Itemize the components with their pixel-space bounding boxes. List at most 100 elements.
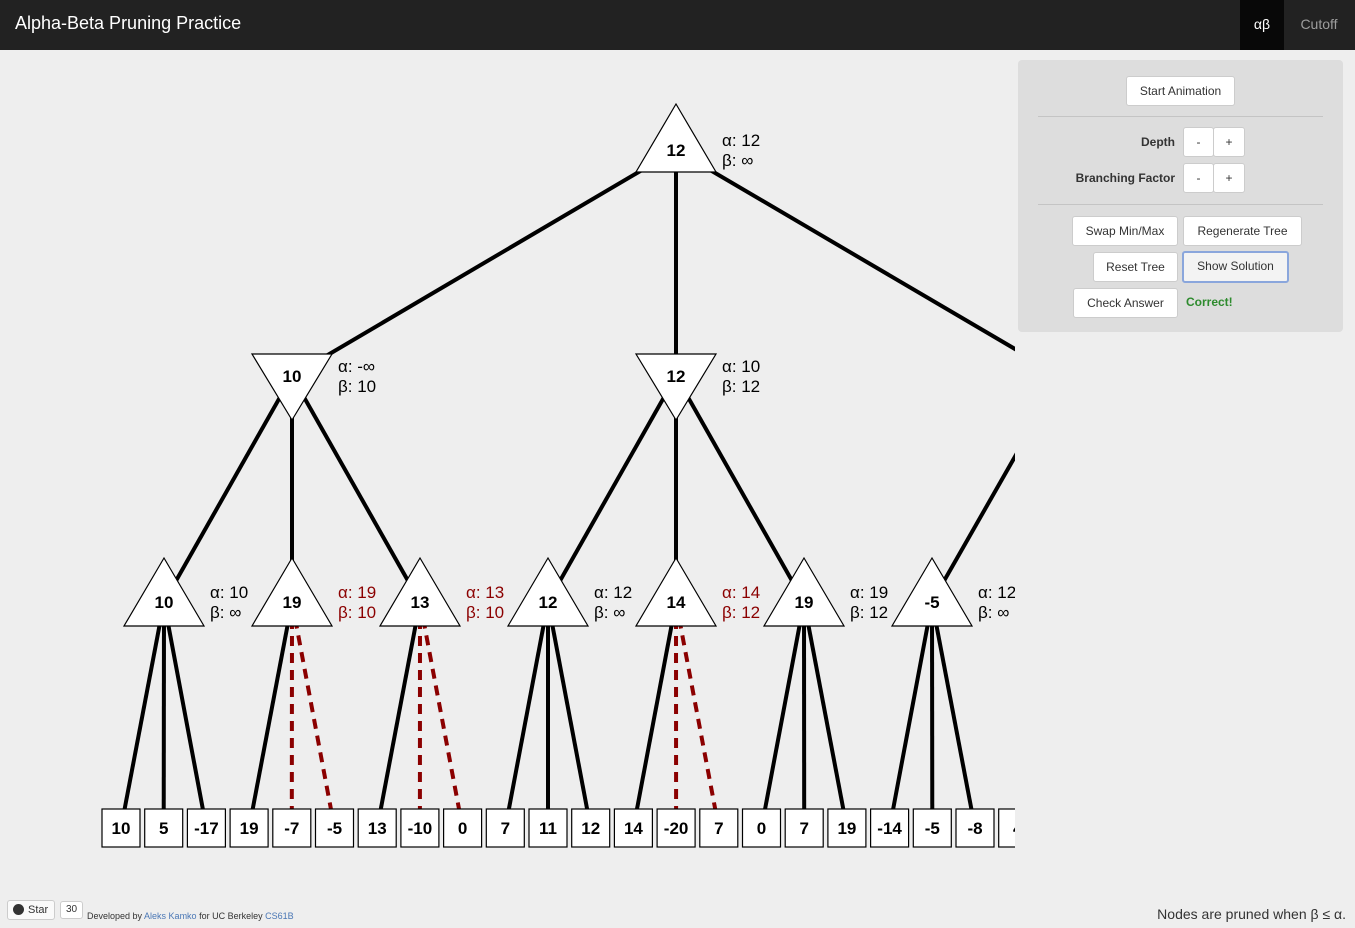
edge-l2-leaf-0 xyxy=(119,601,166,829)
leaf-3-value: 19 xyxy=(240,819,259,838)
credits-prefix: Developed by xyxy=(87,911,145,921)
max-node-3-alpha: α: 12 xyxy=(594,583,632,602)
max-node-5-value: 19 xyxy=(795,593,814,612)
max-node-4-value: 14 xyxy=(667,593,686,612)
max-node-4-beta: β: 12 xyxy=(722,603,760,622)
root-node-beta: β: ∞ xyxy=(722,151,753,170)
leaf-6-value: 13 xyxy=(368,819,387,838)
max-node-1-value: 19 xyxy=(283,593,302,612)
github-star-button[interactable]: Star xyxy=(7,900,56,920)
credits: Developed by Aleks Kamko for UC Berkeley… xyxy=(87,911,294,921)
max-node-5-shape xyxy=(762,556,846,627)
edge-l2-leaf-5 xyxy=(290,601,337,829)
swap-min-max-button[interactable]: Swap Min/Max xyxy=(1072,216,1178,246)
min-node-0-shape xyxy=(250,353,334,422)
leaf-14-value: 7 xyxy=(714,819,723,838)
tab-alpha-beta[interactable]: αβ xyxy=(1240,0,1284,50)
edge-l2-leaf-6 xyxy=(375,601,422,829)
course-link[interactable]: CS61B xyxy=(265,911,294,921)
leaf-1-value: 5 xyxy=(159,819,168,838)
depth-decrease-button[interactable]: - xyxy=(1183,127,1214,157)
edge-l2-leaf-18 xyxy=(887,601,934,829)
leaf-1-box xyxy=(144,808,184,848)
max-node-2-beta: β: 10 xyxy=(466,603,504,622)
branching-factor-label: Branching Factor xyxy=(1075,171,1175,185)
leaf-17-box xyxy=(827,808,867,848)
leaf-4-box xyxy=(272,808,312,848)
leaf-0-box xyxy=(101,808,141,848)
leaf-12-box xyxy=(613,808,654,848)
navbar: Alpha-Beta Pruning Practice αβ Cutoff xyxy=(0,0,1355,50)
branching-decrease-button[interactable]: - xyxy=(1183,163,1214,193)
leaf-7-box xyxy=(400,808,440,848)
leaf-13-box xyxy=(656,808,696,848)
leaf-9-box xyxy=(485,808,525,848)
root-node-shape xyxy=(634,102,718,173)
leaf-21-box xyxy=(998,808,1015,848)
app-title[interactable]: Alpha-Beta Pruning Practice xyxy=(15,13,242,33)
leaf-11-value: 12 xyxy=(581,819,600,838)
edge-l2-leaf-11 xyxy=(546,601,593,829)
min-node-1-value: 12 xyxy=(667,367,686,386)
edge-l2-leaf-17 xyxy=(802,601,849,829)
min-node-0-value: 10 xyxy=(283,367,302,386)
max-node-3-shape xyxy=(506,556,590,627)
max-node-1-shape xyxy=(250,556,334,627)
max-node-4-alpha: α: 14 xyxy=(722,583,760,602)
edge-l2-leaf-9 xyxy=(503,601,550,829)
regenerate-tree-button[interactable]: Regenerate Tree xyxy=(1183,216,1302,246)
max-node-0-value: 10 xyxy=(155,593,174,612)
reset-tree-button[interactable]: Reset Tree xyxy=(1093,252,1178,282)
edge-root-0 xyxy=(290,148,678,378)
control-panel: Start Animation Depth - + Branching Fact… xyxy=(1018,60,1343,332)
leaf-11-box xyxy=(571,808,611,848)
leaf-10-value: 11 xyxy=(539,819,557,838)
leaf-16-value: 7 xyxy=(799,819,808,838)
start-animation-button[interactable]: Start Animation xyxy=(1126,76,1235,106)
edge-l1-l2-0 xyxy=(162,375,294,603)
star-count[interactable]: 30 xyxy=(60,901,84,919)
max-node-2-value: 13 xyxy=(411,593,430,612)
leaf-8-box xyxy=(443,808,483,848)
leaf-18-box xyxy=(869,808,910,848)
check-answer-button[interactable]: Check Answer xyxy=(1073,288,1178,318)
min-node-1-alpha: α: 10 xyxy=(722,357,760,376)
pruning-rule-note: Nodes are pruned when β ≤ α. xyxy=(1157,906,1346,922)
author-link[interactable]: Aleks Kamko xyxy=(144,911,197,921)
leaf-16-box xyxy=(784,808,824,848)
leaf-4-value: -7 xyxy=(284,819,299,838)
credits-middle: for UC Berkeley xyxy=(196,911,266,921)
leaf-19-value: -5 xyxy=(925,819,940,838)
edge-l2-leaf-20 xyxy=(930,601,977,829)
leaf-15-box xyxy=(741,808,782,848)
leaf-21-value: 4 xyxy=(1013,819,1015,838)
show-solution-button[interactable]: Show Solution xyxy=(1182,251,1289,283)
depth-increase-button[interactable]: + xyxy=(1213,127,1245,157)
max-node-1-alpha: α: 19 xyxy=(338,583,376,602)
leaf-2-value: -17 xyxy=(194,819,219,838)
max-node-4-shape xyxy=(634,556,718,627)
leaf-3-box xyxy=(229,808,269,848)
max-node-2-shape xyxy=(378,556,462,627)
root-node-value: 12 xyxy=(667,141,686,160)
max-node-6-shape xyxy=(890,556,974,627)
github-icon xyxy=(13,904,24,915)
branching-increase-button[interactable]: + xyxy=(1213,163,1245,193)
edge-l1-l2-3 xyxy=(546,375,678,603)
max-node-6-beta: β: ∞ xyxy=(978,603,1009,622)
edge-l2-leaf-14 xyxy=(674,601,721,829)
edge-l2-leaf-12 xyxy=(631,601,678,829)
leaf-9-value: 7 xyxy=(501,819,510,838)
leaf-13-value: -20 xyxy=(664,819,689,838)
leaf-12-value: 14 xyxy=(624,819,643,838)
max-node-6-alpha: α: 12 xyxy=(978,583,1015,602)
edge-l1-l2-6 xyxy=(930,452,1015,603)
leaf-5-box xyxy=(314,808,355,848)
star-label: Star xyxy=(28,904,49,916)
tab-cutoff[interactable]: Cutoff xyxy=(1300,16,1338,32)
max-node-0-beta: β: ∞ xyxy=(210,603,241,622)
leaf-2-box xyxy=(186,808,226,848)
min-node-1-beta: β: 12 xyxy=(722,377,760,396)
